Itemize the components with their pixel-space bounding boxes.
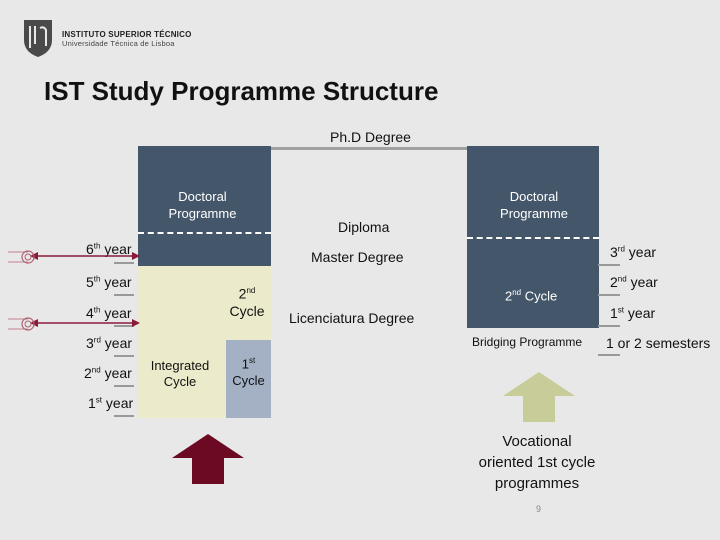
left-year-6-word: year [100,241,132,257]
left-year-4: 4th year [86,305,132,321]
page-number: 9 [536,504,542,514]
first-cycle-label: 1st Cycle [226,352,271,389]
right-tick-1 [598,325,620,327]
second-cycle-block-right [467,266,599,328]
red-double-arrow-icon [30,319,140,327]
second-cycle-right-label: 2nd Cycle [505,288,557,303]
left-year-2-word: year [100,365,132,381]
left-year-6: 6th year [86,241,132,257]
page-title: IST Study Programme Structure [44,76,439,106]
left-year-2-sup: nd [91,365,101,375]
semesters-label: 1 or 2 semesters [606,335,711,351]
right-tick-2 [598,294,620,296]
left-tick-6 [114,262,134,264]
right-year-1-word: year [624,305,656,321]
left-tick-5 [114,294,134,296]
ist-logo-icon [24,20,52,57]
first-cycle-word: Cycle [232,373,265,389]
left-year-2-num: 2 [84,365,92,381]
left-year-3: 3rd year [86,335,132,351]
left-year-1-word: year [102,395,134,411]
phd-degree-label: Ph.D Degree [330,129,411,145]
left-tick-3 [114,355,134,357]
left-year-6-sup: th [93,241,101,251]
dashed-divider-left [138,232,271,234]
right-year-2: 2nd year [610,274,658,290]
right-year-1-sup: st [617,305,625,315]
left-year-3-num: 3 [86,335,94,351]
integrated-cycle-label: Integrated Cycle [150,358,210,389]
first-cycle-sup: st [249,356,256,365]
vocational-label: Vocational oriented 1st cycle programmes [478,433,596,492]
right-year-3-word: year [624,244,657,260]
master-degree-label: Master Degree [311,249,404,265]
right-year-1: 1st year [610,305,655,321]
left-year-3-sup: rd [93,335,101,345]
left-year-5-sup: th [93,274,101,284]
right-year-3-num: 3 [610,244,618,260]
left-year-4-sup: th [93,305,101,315]
first-cycle-num: 1 [241,356,249,372]
arrow-up-red-icon [172,434,244,484]
left-year-1-sup: st [95,395,103,405]
university-name: Universidade Técnica de Lisboa [62,39,175,48]
left-tick-2 [114,385,134,387]
left-year-1: 1st year [88,395,133,411]
left-tick-4 [114,325,134,327]
left-year-3-word: year [100,335,133,351]
second-cycle-left-word: Cycle [229,302,265,319]
right-tick-0 [598,354,620,356]
right-year-3-sup: rd [617,244,625,254]
right-tick-3 [598,264,620,266]
diploma-label: Diploma [338,219,390,235]
second-cycle-left-num: 2 [238,285,247,302]
doctoral-programme-right: Doctoral Programme [500,189,568,221]
left-year-2: 2nd year [84,365,132,381]
licenciatura-degree-label: Licenciatura Degree [289,310,415,326]
doctoral-block-right [467,146,599,266]
second-cycle-left-sup: nd [246,286,256,295]
bridging-programme-label: Bridging Programme [472,335,583,349]
second-cycle-right-sup: nd [512,288,522,297]
second-cycle-left-label: 2nd Cycle [222,282,272,320]
right-year-3: 3rd year [610,244,656,260]
right-year-2-num: 2 [610,274,618,290]
left-year-5-word: year [100,274,132,290]
second-cycle-right-word: Cycle [521,288,558,304]
arrow-up-green-icon [503,372,575,422]
left-year-5: 5th year [86,274,132,290]
phd-line [140,147,595,150]
second-cycle-right-num: 2 [505,288,513,304]
dashed-divider-right [467,237,599,239]
right-year-2-word: year [626,274,658,290]
left-year-5-num: 5 [86,274,94,290]
first-cycle-block [226,340,271,418]
spiral-loop-icon [8,317,35,331]
spiral-loop-icon [8,250,35,264]
doctoral-block-left [138,146,271,266]
left-year-4-word: year [100,305,132,321]
red-double-arrow-icon [30,252,140,260]
doctoral-programme-left: Doctoral Programme [168,189,237,221]
integrated-cycle-block [138,356,226,418]
left-year-6-num: 6 [86,241,94,257]
left-year-1-num: 1 [88,395,96,411]
right-year-2-sup: nd [617,274,627,284]
left-tick-1 [114,415,134,417]
institution-name: INSTITUTO SUPERIOR TÉCNICO [62,30,192,39]
right-year-2-num: 1 [610,305,618,321]
left-year-4-num: 4 [86,305,94,321]
